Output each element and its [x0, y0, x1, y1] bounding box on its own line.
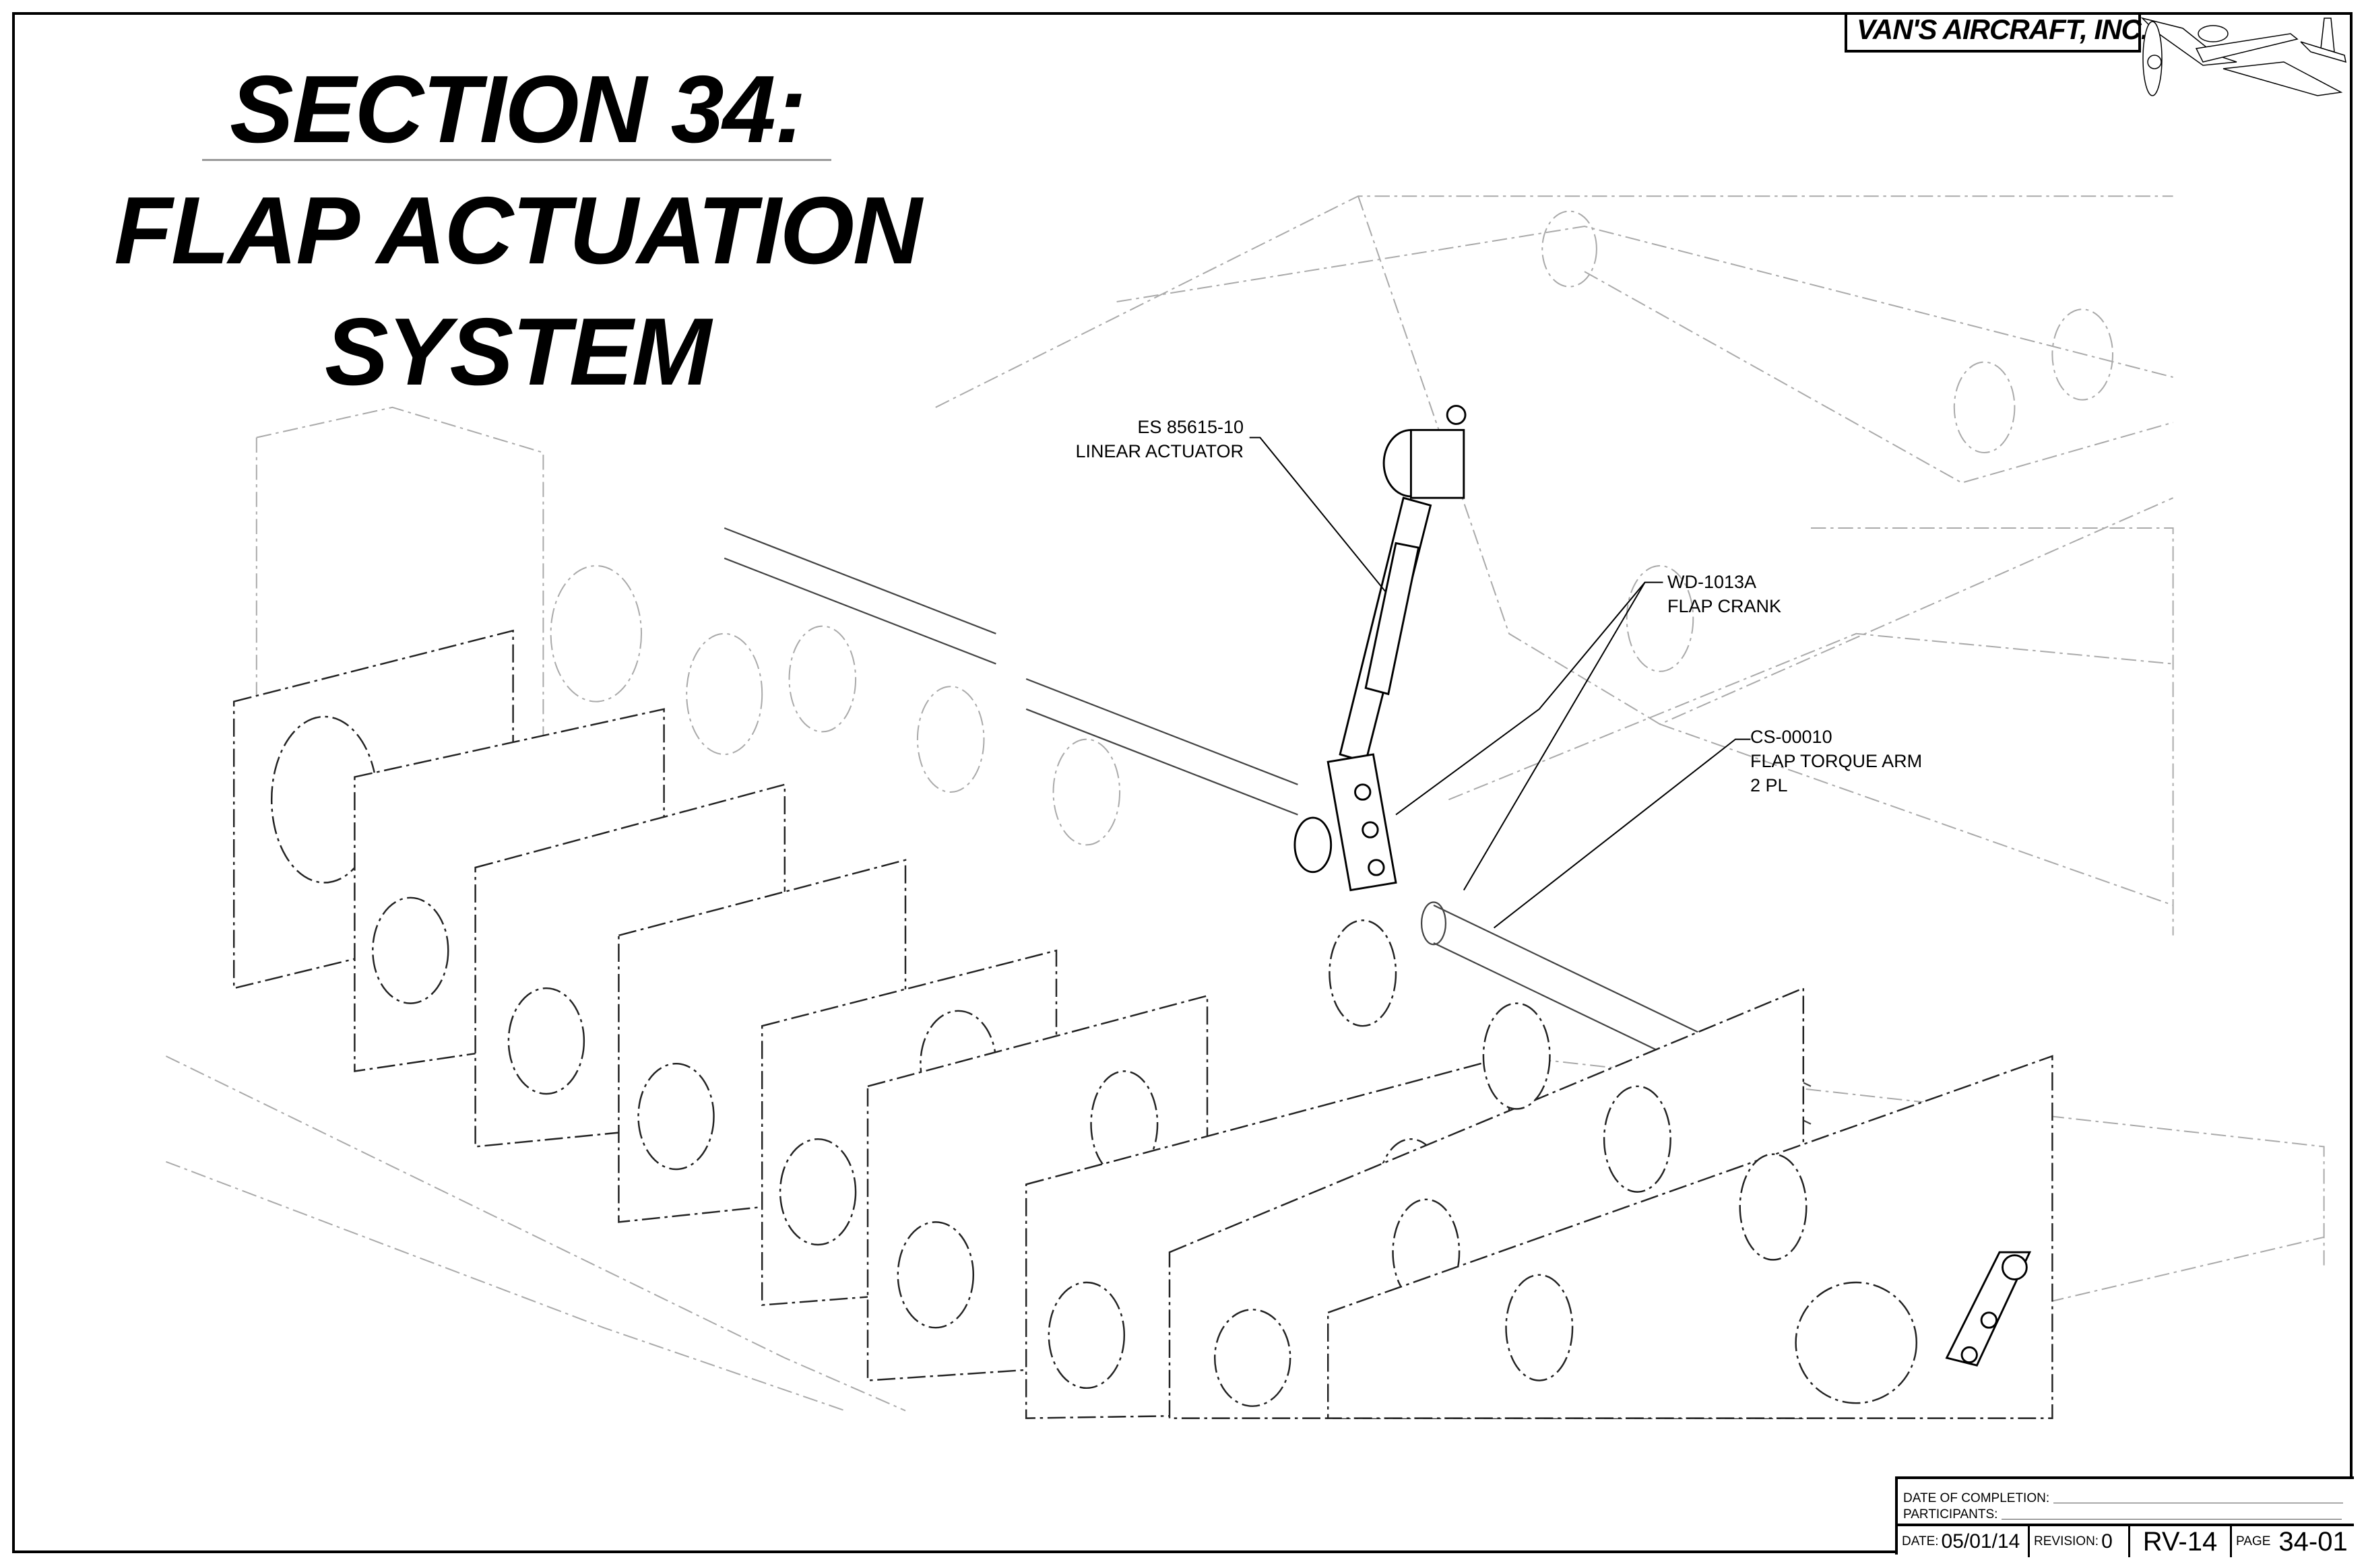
linear-actuator	[1339, 405, 1467, 764]
section-title-line-3: SYSTEM	[325, 298, 711, 405]
wing-ribs	[232, 629, 2053, 1419]
participants-label: PARTICIPANTS:	[1903, 1507, 1998, 1522]
callout-flap-torque-arm: CS-00010 FLAP TORQUE ARM 2 PL	[1750, 725, 1922, 797]
date-cell: DATE: 05/01/14	[1898, 1526, 2030, 1557]
model-value: RV-14	[2142, 1526, 2218, 1557]
page-cell: PAGE 34-01	[2232, 1526, 2354, 1557]
participants-field[interactable]	[2002, 1518, 2342, 1520]
company-logo-box	[1845, 12, 2141, 53]
title-block: DATE OF COMPLETION: PARTICIPANTS: DATE: …	[1895, 1476, 2354, 1557]
date-label: DATE:	[1902, 1534, 1939, 1548]
date-of-completion-row: DATE OF COMPLETION:	[1903, 1491, 2344, 1506]
callout-description: FLAP TORQUE ARM	[1750, 751, 1923, 771]
callout-part-number: CS-00010	[1750, 727, 1832, 747]
section-title-line-2: FLAP ACTUATION	[114, 177, 922, 284]
title-block-bottom-row: DATE: 05/01/14 REVISION: 0 RV-14 PAGE 34…	[1898, 1524, 2354, 1557]
date-of-completion-label: DATE OF COMPLETION:	[1903, 1491, 2050, 1505]
revision-value: 0	[2101, 1530, 2113, 1553]
background-structure	[165, 195, 2325, 1412]
flap-crank	[1293, 753, 1397, 892]
participants-row: PARTICIPANTS:	[1903, 1507, 2342, 1522]
model-cell: RV-14	[2130, 1526, 2232, 1557]
callout-quantity: 2 PL	[1750, 775, 1788, 795]
page-label: PAGE	[2236, 1534, 2271, 1548]
callout-part-number: ES 85615-10	[1137, 417, 1244, 437]
callout-part-number: WD-1013A	[1667, 572, 1757, 592]
date-of-completion-field[interactable]	[2053, 1502, 2344, 1503]
airplane-logo-icon	[2140, 17, 2346, 96]
callout-linear-actuator: ES 85615-10 LINEAR ACTUATOR	[1075, 415, 1244, 463]
callout-flap-crank: WD-1013A FLAP CRANK	[1667, 570, 1781, 618]
section-title-line-1: SECTION 34:	[230, 56, 806, 163]
title-divider	[202, 159, 831, 161]
company-name: VAN'S AIRCRAFT, INC.	[1857, 13, 2149, 45]
flap-torque-arm	[1945, 1251, 2032, 1367]
callout-description: FLAP CRANK	[1667, 596, 1782, 616]
leader-lines	[1249, 436, 1751, 929]
revision-cell: REVISION: 0	[2030, 1526, 2130, 1557]
date-value: 05/01/14	[1941, 1530, 2020, 1553]
callout-description: LINEAR ACTUATOR	[1075, 441, 1244, 461]
drawing-border	[12, 12, 2353, 1553]
page-number: 34-01	[2278, 1526, 2348, 1557]
revision-label: REVISION:	[2034, 1534, 2099, 1548]
